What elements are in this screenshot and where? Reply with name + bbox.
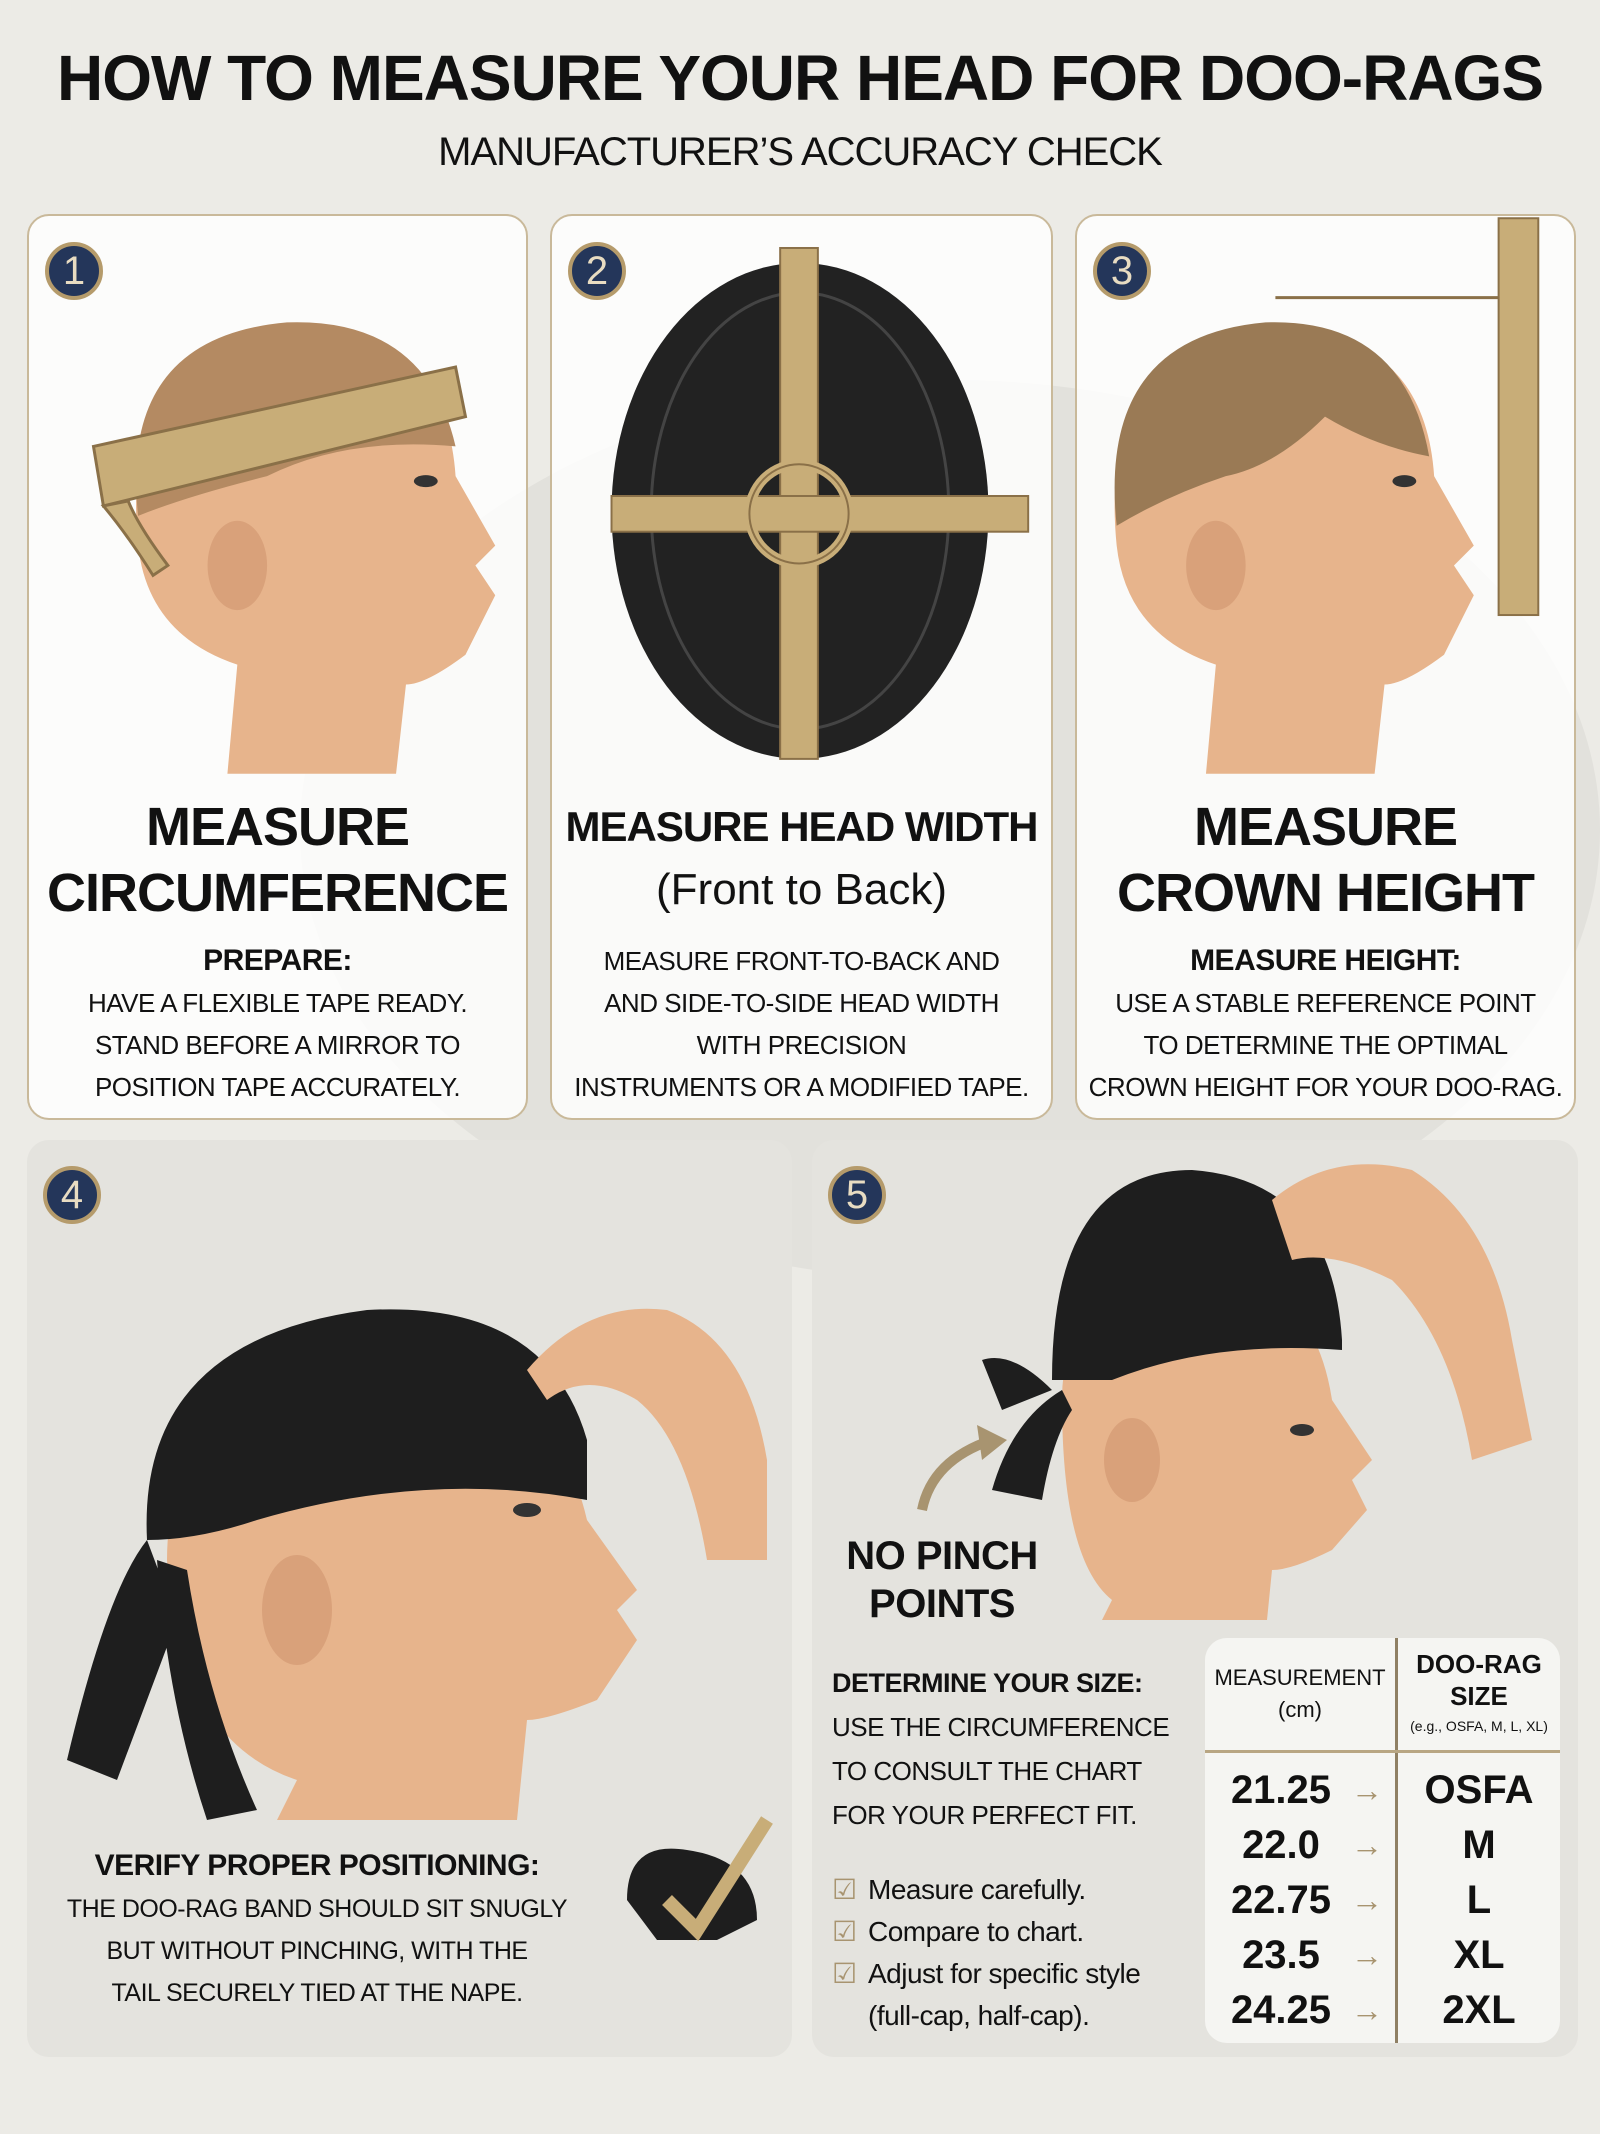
- step-number-badge: 2: [568, 242, 626, 300]
- size-text: TO CONSULT THE CHART: [832, 1756, 1142, 1786]
- col-header-size: DOO-RAG: [1416, 1649, 1542, 1679]
- step-text: POSITION TAPE ACCURATELY.: [94, 1072, 461, 1102]
- step-number-badge: 5: [828, 1166, 886, 1224]
- step-title: MEASURE HEAD WIDTH: [565, 803, 1039, 850]
- table-row: 22.75 → L: [1205, 1873, 1560, 1928]
- step-text: BUT WITHOUT PINCHING, WITH THE: [106, 1937, 528, 1965]
- size-cell: OSFA: [1424, 1768, 1534, 1812]
- checkbox-checked-icon: ☑: [832, 1958, 857, 1989]
- size-chart-table: MEASUREMENT (cm) DOO-RAG SIZE (e.g., OSF…: [1205, 1638, 1560, 2043]
- size-cell: M: [1462, 1823, 1496, 1867]
- step-text: CROWN HEIGHT FOR YOUR DOO-RAG.: [1088, 1072, 1563, 1102]
- step-text: WITH PRECISION: [696, 1030, 907, 1060]
- step-text: TAIL SECURELY TIED AT THE NAPE.: [111, 1979, 523, 2007]
- table-row: 23.5 → XL: [1205, 1928, 1560, 1983]
- step-4-panel: 4 VERIFY PROPER POSITIONING: THE DOO-RAG…: [27, 1140, 792, 2057]
- step-text: AND SIDE-TO-SIDE HEAD WIDTH: [604, 988, 999, 1018]
- step-1-card: 1 MEASURE CIRCUMFERENCE PREPARE: HAVE A …: [27, 214, 528, 1120]
- table-row: 22.0 → M: [1205, 1818, 1560, 1873]
- size-text: USE THE CIRCUMFERENCE: [832, 1712, 1170, 1742]
- measurement-cell: 24.25: [1230, 1988, 1332, 2032]
- head-crown-height-illustration: [1114, 217, 1540, 774]
- size-cell: L: [1466, 1878, 1492, 1922]
- step-text: INSTRUMENTS OR A MODIFIED TAPE.: [574, 1072, 1029, 1102]
- measurement-cell: 22.0: [1242, 1823, 1320, 1867]
- arrow-right-icon: →: [1351, 1772, 1383, 1808]
- arrow-right-icon: →: [1351, 1882, 1383, 1918]
- column-divider: [1395, 1638, 1398, 2043]
- step-title: MEASURE: [1193, 797, 1458, 857]
- step-text: STAND BEFORE A MIRROR TO: [94, 1030, 461, 1060]
- checklist-item: ☑Adjust for specific style: [832, 1954, 1141, 1994]
- person-adjusting-doo-rag-illustration: [917, 1164, 1532, 1620]
- size-label: DETERMINE YOUR SIZE:: [832, 1668, 1143, 1698]
- step-title: MEASURE: [145, 797, 410, 857]
- callout-no-pinch: NO PINCH: [846, 1534, 1038, 1578]
- size-cell: XL: [1453, 1933, 1505, 1977]
- step-subtitle: (Front to Back): [656, 865, 947, 914]
- col-header-size: SIZE: [1450, 1681, 1508, 1711]
- doo-rag-top-view-with-rulers-illustration: [610, 246, 1030, 760]
- step-label: VERIFY PROPER POSITIONING:: [94, 1849, 540, 1882]
- page-subtitle: MANUFACTURER’S ACCURACY CHECK: [438, 130, 1163, 174]
- measurement-cell: 23.5: [1242, 1933, 1320, 1977]
- step-title: CIRCUMFERENCE: [46, 863, 509, 923]
- step-text: THE DOO-RAG BAND SHOULD SIT SNUGLY: [66, 1895, 568, 1923]
- checklist-item-continued: (full-cap, half-cap).: [868, 2000, 1090, 2031]
- step-number-badge: 4: [43, 1166, 101, 1224]
- col-header-measurement: MEASUREMENT: [1214, 1665, 1386, 1690]
- size-cell: 2XL: [1442, 1988, 1516, 2032]
- arrow-right-icon: →: [1351, 1827, 1383, 1863]
- step-number-badge: 1: [45, 242, 103, 300]
- table-row: 24.25 → 2XL: [1205, 1983, 1560, 2038]
- step-text: USE A STABLE REFERENCE POINT: [1115, 988, 1536, 1018]
- step-3-card: 3 MEASURE CROWN HEIGHT MEASURE HEIGHT: U…: [1075, 214, 1576, 1120]
- step-label: PREPARE:: [203, 944, 352, 977]
- step-text: TO DETERMINE THE OPTIMAL: [1143, 1030, 1508, 1060]
- checkbox-checked-icon: ☑: [832, 1874, 857, 1905]
- arrow-right-icon: →: [1351, 1937, 1383, 1973]
- measurement-cell: 21.25: [1230, 1768, 1332, 1812]
- checklist-item: ☑Compare to chart.: [832, 1912, 1084, 1952]
- checklist-item: ☑Measure carefully.: [832, 1870, 1086, 1910]
- col-header-note: (e.g., OSFA, M, L, XL): [1410, 1718, 1548, 1734]
- arrow-right-icon: →: [1351, 1992, 1383, 2028]
- checkbox-checked-icon: ☑: [832, 1916, 857, 1947]
- table-row: 21.25 → OSFA: [1205, 1763, 1560, 1818]
- step-2-card: 2 MEASURE HEAD WIDTH (Front to Back) MEA…: [550, 214, 1053, 1120]
- step-number-badge: 3: [1093, 242, 1151, 300]
- head-with-tape-illustration: [91, 322, 496, 774]
- step-text: HAVE A FLEXIBLE TAPE READY.: [87, 988, 468, 1018]
- step-title: CROWN HEIGHT: [1117, 863, 1535, 923]
- callout-no-pinch: POINTS: [869, 1582, 1015, 1626]
- step-label: MEASURE HEIGHT:: [1190, 944, 1461, 977]
- size-text: FOR YOUR PERFECT FIT.: [832, 1800, 1137, 1830]
- step-text: MEASURE FRONT-TO-BACK AND: [603, 946, 1000, 976]
- measurement-cell: 22.75: [1230, 1878, 1332, 1922]
- person-wearing-doo-rag-illustration: [67, 1308, 773, 1942]
- col-header-unit: (cm): [1278, 1697, 1322, 1722]
- header-divider: [1205, 1750, 1560, 1753]
- page-title: HOW TO MEASURE YOUR HEAD FOR DOO-RAGS: [56, 42, 1544, 114]
